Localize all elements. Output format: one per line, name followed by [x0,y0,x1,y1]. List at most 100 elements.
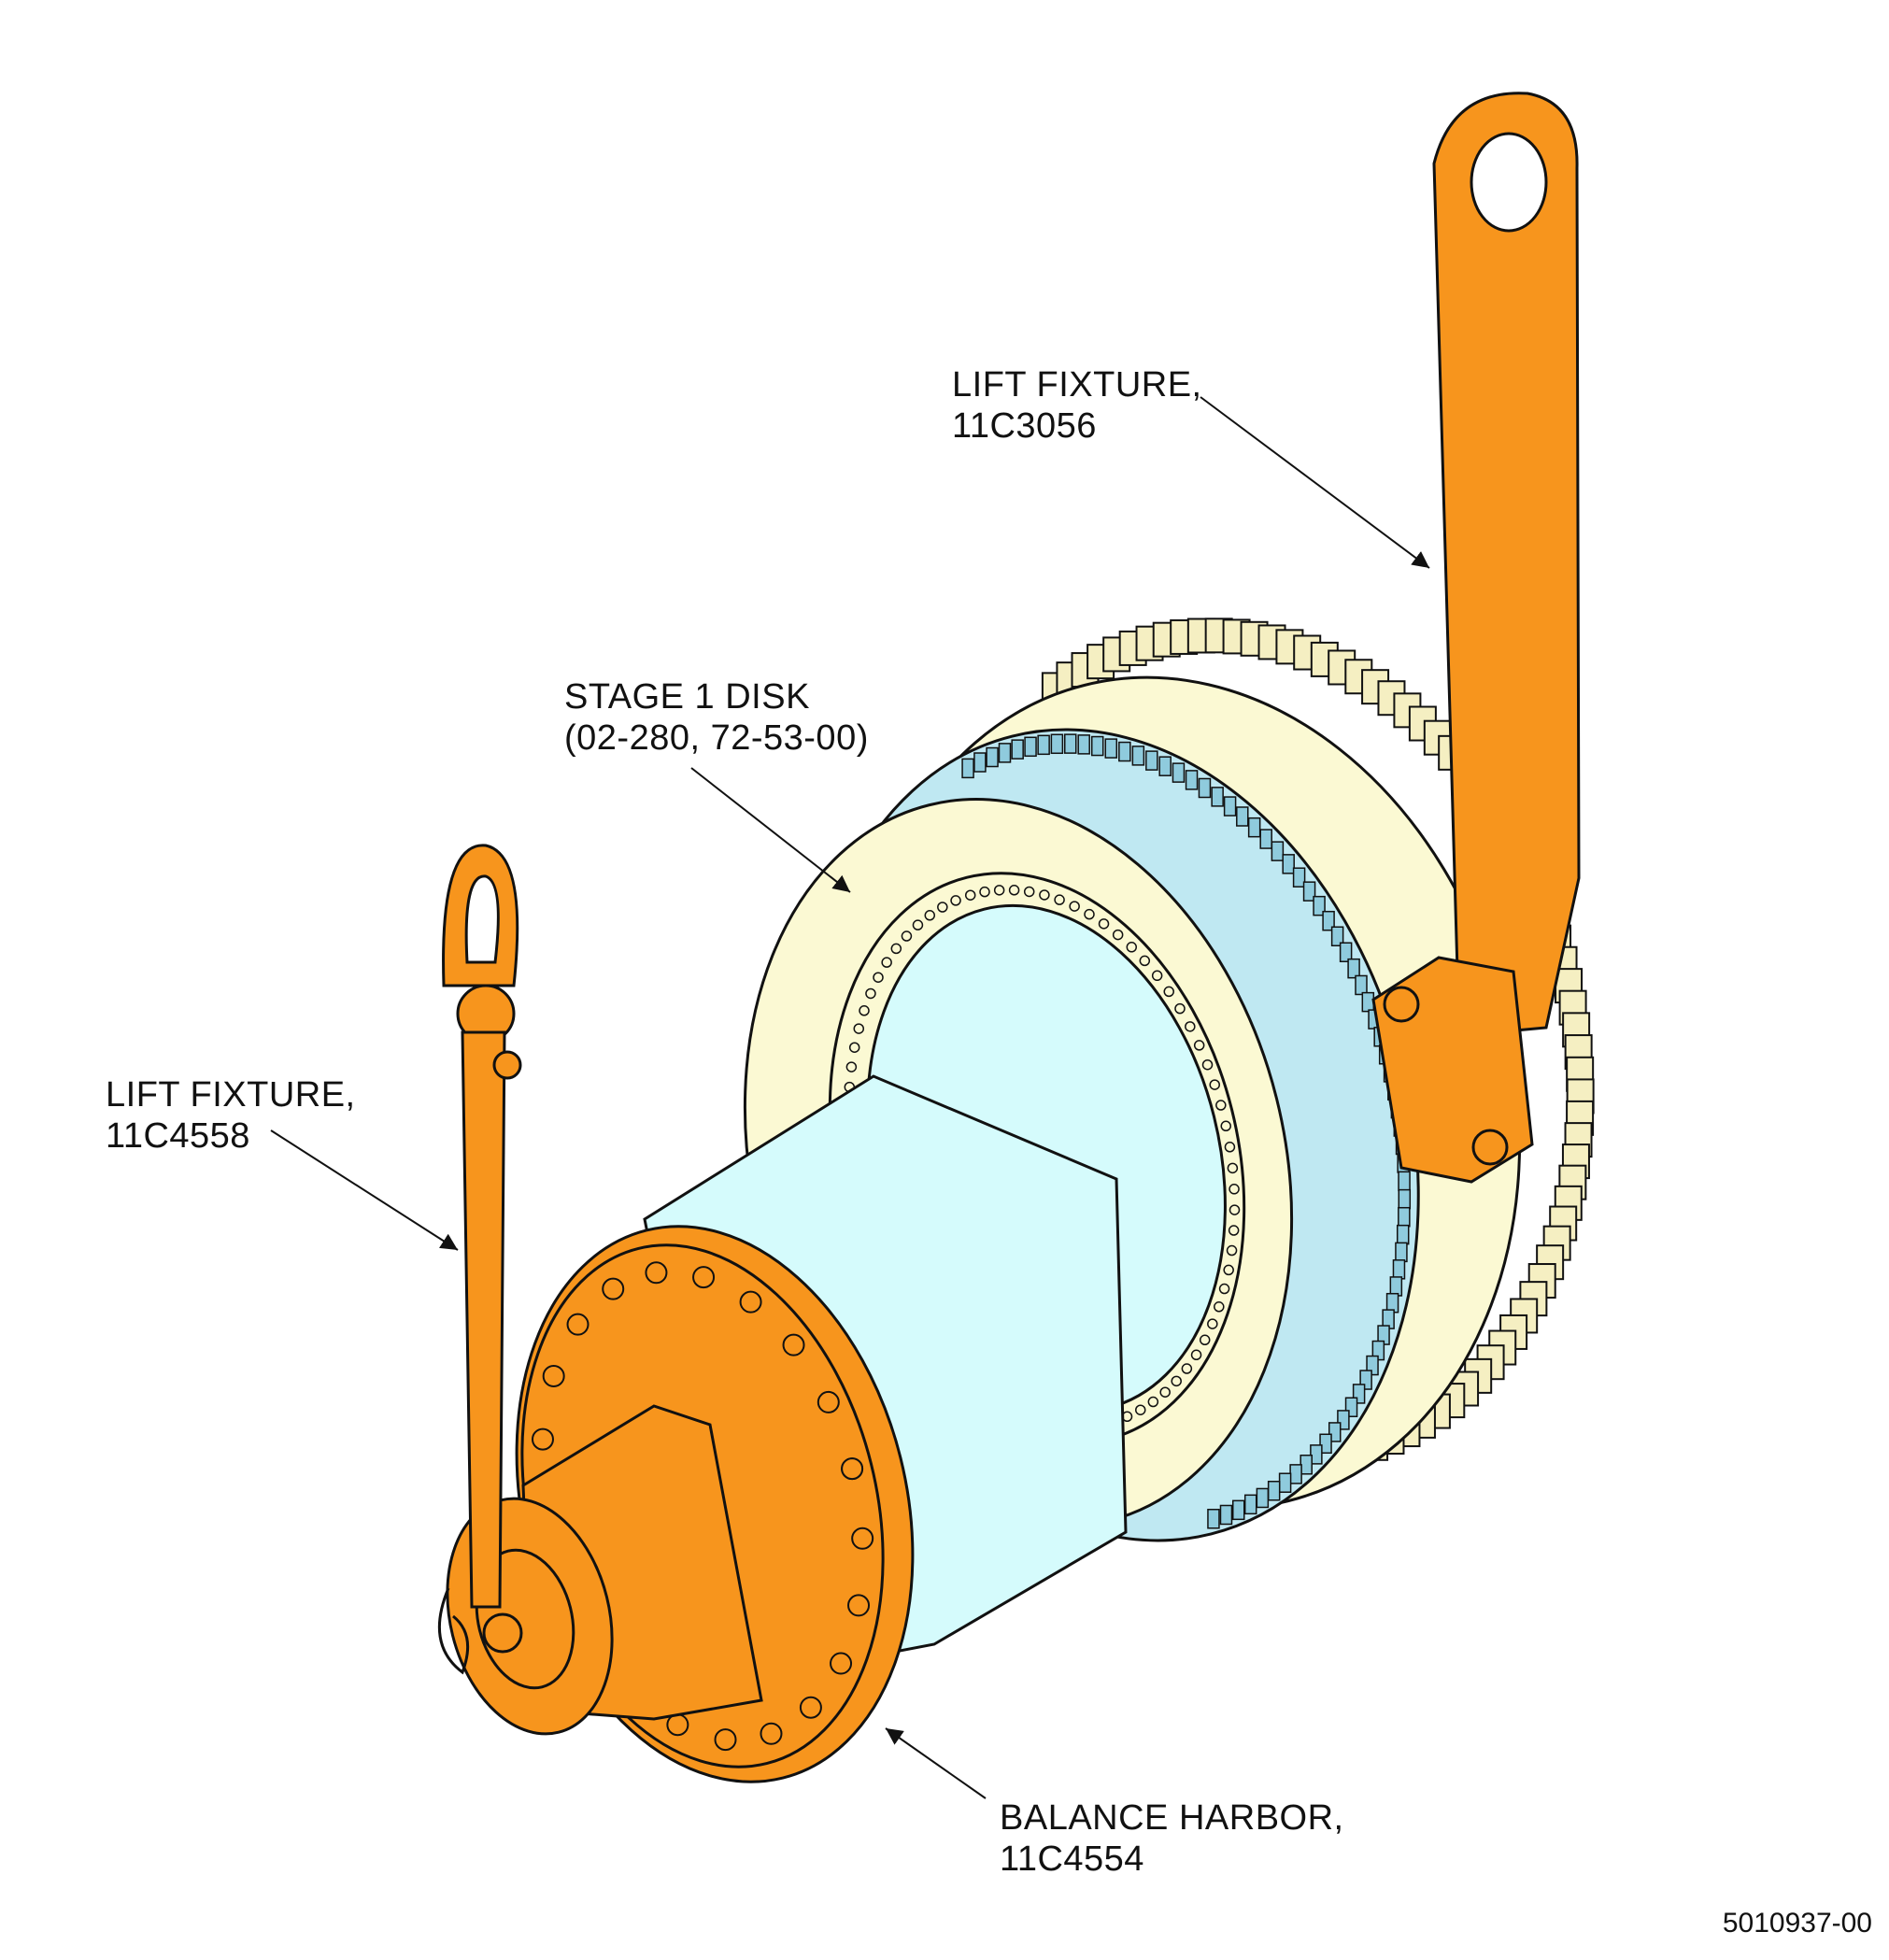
callout-line: LIFT FIXTURE, [106,1075,356,1115]
lift-safety-wire-4558 [437,1587,470,1675]
disk-bolt-hole [1054,894,1065,905]
disk-slot [961,758,974,779]
disk-bolt-hole [1218,1283,1230,1295]
disk-slot [1282,854,1295,874]
disk-bolt-hole [1201,1058,1214,1071]
leader-lines [270,396,1430,1799]
disk-slot [1223,796,1237,817]
disk-slot [1198,777,1212,799]
disk-slot [1131,746,1145,766]
clamp-pin-1 [1383,986,1420,1023]
disk-bolt-hole [979,886,990,898]
disk-bolt-hole [1163,986,1174,998]
callout-lift-fixture-11c4558: LIFT FIXTURE, 11C4558 [106,1074,356,1157]
disk-slot [1158,756,1172,776]
flange-bolt [782,1333,805,1356]
disk-slot [1396,1224,1410,1245]
flange-bolt [692,1266,716,1289]
disk-bolt-hole [950,895,961,906]
disk-bolt-hole [1220,1120,1231,1132]
lift-bar-3056 [1432,92,1581,1034]
disk-slot [1207,1509,1220,1529]
disk-bolt-hole [993,885,1005,896]
disk-bolt-hole [964,889,976,901]
flange-bolt [542,1364,565,1387]
disk-bolt-hole [1181,1363,1193,1374]
disk-slot [1243,1494,1257,1515]
disk-bolt-hole [1069,901,1080,912]
disk-slot [1024,736,1037,758]
disk-slot [998,743,1012,763]
disk-bolt-hole [845,1061,858,1072]
disk-bolt-hole [873,972,884,983]
flange-bolt [566,1313,589,1336]
disk-slot [1247,817,1261,838]
disk-bolt-hole [865,987,876,1000]
callout-line: LIFT FIXTURE, [952,365,1202,405]
disk-bolt-hole [924,910,936,921]
disk-bolt-hole [859,1005,870,1016]
disk-slot [1037,734,1050,756]
disk-slot [1319,1433,1332,1455]
disk-slot [1172,762,1186,783]
disk-bolt-hole [1224,1142,1236,1153]
leader-lift-3056 [1200,396,1430,569]
disk-slot [1292,867,1306,888]
disk-slot [1300,1455,1313,1475]
disk-bolt-hole [1126,942,1138,953]
lift-bottom-nut-4558 [482,1612,523,1654]
disk-slot [1231,1499,1245,1521]
disk-slot [1271,841,1285,861]
disk-bolt-hole [1215,1100,1227,1111]
disk-bolt-hole [912,919,924,930]
disk-slot [1395,1242,1408,1263]
lift-rod-4558 [461,1030,506,1609]
disk-bolt-hole [1207,1318,1218,1329]
disk-bolt-hole [1174,1002,1186,1015]
callout-part-number: 11C3056 [952,406,1097,446]
disk-bolt-hole [853,1023,865,1034]
disk-slot [1398,1188,1412,1210]
lift-nut-4558 [492,1050,522,1080]
callout-reference: (02-280, 72-53-00) [564,718,869,758]
clamp-pin-2 [1471,1129,1509,1166]
flange-bolt [830,1652,853,1675]
lift-fixture-11c3056 [1371,92,1581,1184]
disk-slot [1256,1487,1270,1509]
flange-bolt [714,1728,737,1752]
disk-slot [1389,1276,1403,1297]
disk-slot [1011,739,1024,760]
disk-slot [973,752,987,773]
callout-part-number: 11C4558 [106,1116,250,1156]
disk-slot [1322,910,1335,931]
flange-bolt [760,1722,783,1745]
disk-bolt-hole [1190,1349,1202,1361]
lift-eye-3056 [1470,132,1548,233]
disk-slot [1339,942,1353,962]
disk-bolt-hole [1229,1204,1241,1215]
disk-bolt-hole [1223,1264,1234,1276]
disk-slot [1104,738,1118,759]
disk-bolt-hole [1151,970,1163,982]
disk-slot [1398,1171,1411,1192]
disk-bolt-hole [1228,1225,1240,1236]
disk-slot [1347,958,1360,979]
disk-bolt-hole [901,930,913,942]
disk-slot [1278,1472,1292,1493]
balance-harbor-flange [446,1225,915,1783]
disk-slot [1398,1206,1411,1228]
disk-bolt-hole [1199,1334,1211,1346]
flange-bolt [739,1290,762,1314]
disk-slot [1313,895,1326,916]
flange-bolt [531,1427,554,1451]
figure-number: 5010937-00 [1722,1908,1872,1939]
disk-bolt-hole [1039,889,1050,901]
flange-bolt [602,1277,625,1300]
callout-stage1-disk: STAGE 1 DISK (02-280, 72-53-00) [564,676,869,759]
disk-bolt-hole [1084,908,1095,920]
disk-bolt-hole [1209,1079,1220,1090]
flange-bolt [645,1261,668,1285]
flange-bolt [817,1390,840,1413]
disk-slot [1219,1504,1233,1526]
